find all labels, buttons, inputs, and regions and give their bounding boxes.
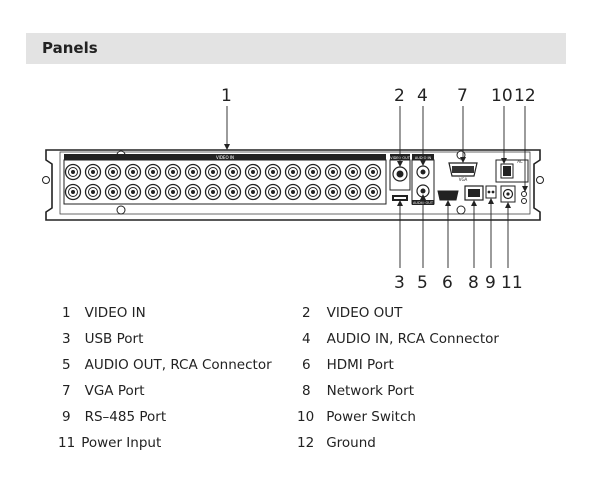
rear-panel-diagram: VIDEO IN VIDEO OUT AUDIO IN AUDIO OUT	[42, 86, 544, 293]
vga-panel-label: VGA	[459, 177, 468, 182]
rs485-port	[485, 185, 497, 199]
bnc-connector-pin	[311, 170, 315, 174]
legend-num: 6	[302, 357, 311, 373]
section-title: Panels	[42, 39, 98, 57]
legend-item-5: 5 AUDIO OUT, RCA Connector	[62, 357, 272, 373]
legend-label: Power Input	[81, 435, 162, 451]
leader-lines-bottom	[397, 194, 511, 268]
callout-4: 4	[417, 86, 428, 106]
legend-label: HDMI Port	[326, 357, 394, 373]
bnc-connector-pin	[231, 170, 235, 174]
legend-item-4: 4 AUDIO IN, RCA Connector	[302, 331, 499, 347]
hdmi-port	[437, 190, 459, 201]
legend-num: 9	[62, 409, 71, 425]
legend-label: Network Port	[326, 383, 415, 399]
section-header: Panels	[26, 33, 566, 64]
bnc-connector-pin	[271, 170, 275, 174]
callout-8: 8	[468, 273, 479, 293]
legend-item-1: 1 VIDEO IN	[62, 305, 146, 321]
bnc-connector-pin	[131, 190, 135, 194]
legend-label: RS–485 Port	[84, 409, 167, 425]
bnc-connector-pin	[191, 190, 195, 194]
bnc-connector-pin	[131, 170, 135, 174]
ground-terminal	[521, 191, 527, 204]
legend-num: 3	[62, 331, 71, 347]
bnc-connector-pin	[111, 190, 115, 194]
legend-num: 7	[62, 383, 71, 399]
legend-item-8: 8 Network Port	[302, 383, 414, 399]
leader-lines-top	[224, 106, 528, 192]
bnc-connector-pin	[331, 170, 335, 174]
bnc-connector-pin	[91, 170, 95, 174]
bnc-connector-pin	[91, 190, 95, 194]
bnc-connector-pin	[351, 190, 355, 194]
callout-3: 3	[394, 273, 405, 293]
legend-item-10: 10 Power Switch	[297, 409, 416, 425]
bnc-connector-pin	[331, 190, 335, 194]
legend-num: 1	[62, 305, 71, 321]
bnc-connector-pin	[71, 190, 75, 194]
bnc-connector-pin	[171, 190, 175, 194]
legend-item-3: 3 USB Port	[62, 331, 143, 347]
bnc-connector-pin	[171, 170, 175, 174]
legend-item-12: 12 Ground	[297, 435, 376, 451]
bnc-connector-pin	[291, 170, 295, 174]
legend-label: VIDEO OUT	[326, 305, 403, 321]
bnc-connector-pin	[111, 170, 115, 174]
legend-label: VGA Port	[84, 383, 145, 399]
bnc-connector-pin	[231, 190, 235, 194]
legend-label: Ground	[326, 435, 376, 451]
callout-5: 5	[417, 273, 428, 293]
legend-item-9: 9 RS–485 Port	[62, 409, 166, 425]
bnc-connector-pin	[151, 170, 155, 174]
callout-1: 1	[221, 86, 232, 106]
callout-7: 7	[457, 86, 468, 106]
legend-num: 4	[302, 331, 311, 347]
ac-panel-label: AC	[517, 159, 523, 164]
legend-num: 11	[58, 435, 76, 451]
callout-11: 11	[501, 273, 523, 293]
legend-item-7: 7 VGA Port	[62, 383, 145, 399]
bnc-connector-pin	[251, 170, 255, 174]
legend-label: AUDIO IN, RCA Connector	[326, 331, 499, 347]
callout-6: 6	[442, 273, 453, 293]
network-port	[464, 185, 484, 201]
legend-item-2: 2 VIDEO OUT	[302, 305, 402, 321]
callout-9: 9	[485, 273, 496, 293]
video-in-block: VIDEO IN	[63, 154, 387, 205]
power-input	[500, 185, 516, 203]
legend-num: 12	[297, 435, 315, 451]
bnc-connector-pin	[351, 170, 355, 174]
bnc-connector-pin	[311, 190, 315, 194]
bnc-connector-pin	[371, 170, 375, 174]
legend-num: 10	[297, 409, 315, 425]
bnc-connector-pin	[371, 190, 375, 194]
video-in-panel-label: VIDEO IN	[216, 155, 234, 160]
power-switch: AC	[495, 159, 529, 183]
legend-label: Power Switch	[326, 409, 416, 425]
bnc-connector-pin	[291, 190, 295, 194]
legend-item-6: 6 HDMI Port	[302, 357, 394, 373]
bnc-connector-pin	[211, 190, 215, 194]
legend-num: 8	[302, 383, 311, 399]
legend-label: AUDIO OUT, RCA Connector	[84, 357, 272, 373]
callout-12: 12	[514, 86, 536, 106]
bnc-connector-pin	[151, 190, 155, 194]
bnc-connector-grid	[64, 163, 382, 201]
legend-num: 2	[302, 305, 311, 321]
callout-2: 2	[394, 86, 405, 106]
bnc-connector-pin	[71, 170, 75, 174]
callout-10: 10	[491, 86, 513, 106]
bnc-connector-pin	[271, 190, 275, 194]
legend-label: VIDEO IN	[84, 305, 146, 321]
bnc-connector-pin	[211, 170, 215, 174]
bnc-connector-pin	[251, 190, 255, 194]
vga-port: VGA	[448, 162, 478, 182]
bnc-connector-pin	[191, 170, 195, 174]
legend-item-11: 11 Power Input	[58, 435, 161, 451]
legend-num: 5	[62, 357, 71, 373]
legend-label: USB Port	[84, 331, 144, 347]
